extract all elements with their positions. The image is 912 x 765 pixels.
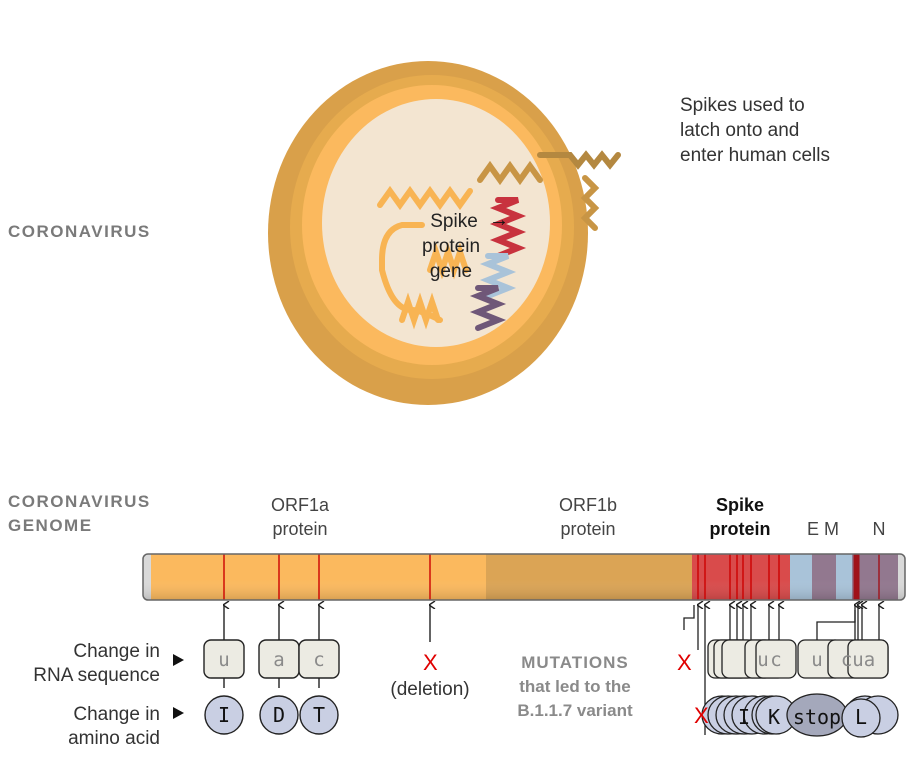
mutation-pair: aD [258,639,300,735]
rna-change-box [203,639,245,679]
genome-bar-outline [142,553,906,601]
amino-change-circle [841,698,881,738]
gene-label-orf1b: ORF1b protein [538,493,638,541]
spike-gene-callout-line2: protein [421,236,481,257]
genome-label-line: CORONAVIRUS [8,492,151,511]
legend-line: Change in [73,641,160,662]
spike-gene-callout-line3: gene [429,261,473,282]
gene-sub: protein [272,519,328,539]
amino-change-circle [204,695,244,735]
mutations-label-line: B.1.1.7 variant [517,701,633,720]
amino-change-text: stop [793,705,841,729]
genome-label-line: GENOME [8,516,93,535]
amino-change-text: D [273,703,285,727]
spike-note: Spikes used to latch onto and enter huma… [680,93,830,168]
gene-sub: protein [560,519,616,539]
legend-line: Change in [73,704,160,725]
rna-change-text: a [273,649,284,671]
spike-gene-callout-line1: Spike [430,211,478,232]
spike-note-line: enter human cells [680,145,830,166]
amino-change-text: I [738,705,750,729]
genome-section-label: CORONAVIRUS GENOME [8,490,151,538]
legend-line: RNA sequence [33,665,160,686]
deletion-x-mark: X [694,703,709,728]
rna-change-box [298,639,340,679]
rna-strand-segment [427,242,469,280]
amino-change-circle [299,695,339,735]
legend-rna: Change in RNA sequence [10,640,160,688]
amino-change-text: K [768,705,780,729]
mutations-label: MUTATIONS that led to the B.1.1.7 varian… [500,651,650,723]
rna-change-text: c [770,649,781,671]
gene-name: ORF1b [558,495,618,515]
pointer-triangle-icon [173,707,184,719]
spike-note-line: latch onto and [680,120,800,141]
gene-sub: protein [709,519,771,539]
gene-label-em: E M [806,519,839,539]
mutation-pair: cT [298,639,340,735]
amino-change-text: L [855,705,867,729]
amino-change-text: T [313,703,325,727]
rna-change-text: cua [841,649,875,671]
virus-section-label: CORONAVIRUS [8,222,151,241]
legend-line: amino acid [68,728,160,749]
deletion-label: (deletion) [390,679,470,700]
gene-label-n: N [872,519,886,539]
spike-note-line: Spikes used to [680,95,805,116]
amino-change-text: I [218,703,230,727]
deletion-x-mark: X [423,650,438,675]
connector-line [683,605,695,630]
mutations-label-line: that led to the [519,677,631,696]
mutation-pair: uI [203,639,245,735]
gene-label-spike: Spike protein [690,493,790,541]
gene-label-orf1a: ORF1a protein [250,493,350,541]
mutations-label-line: MUTATIONS [521,653,629,672]
legend-amino: Change in amino acid [10,703,160,751]
virus-illustration [268,61,621,405]
rna-change-text: c [313,649,324,671]
rna-change-text: u [811,649,822,671]
amino-change-circle [259,695,299,735]
rna-change-box [847,639,889,679]
rna-change-text: u [757,649,768,671]
gene-name: ORF1a [270,495,330,515]
rna-change-box [755,639,797,679]
deletion-x-mark: X [677,650,692,675]
gene-name: Spike [715,495,765,515]
connector-line [816,610,856,650]
pointer-triangle-icon [173,654,184,666]
arrow-right-icon: → [489,209,509,231]
rna-change-text: u [218,649,229,671]
spike-gene-strand [489,197,527,259]
